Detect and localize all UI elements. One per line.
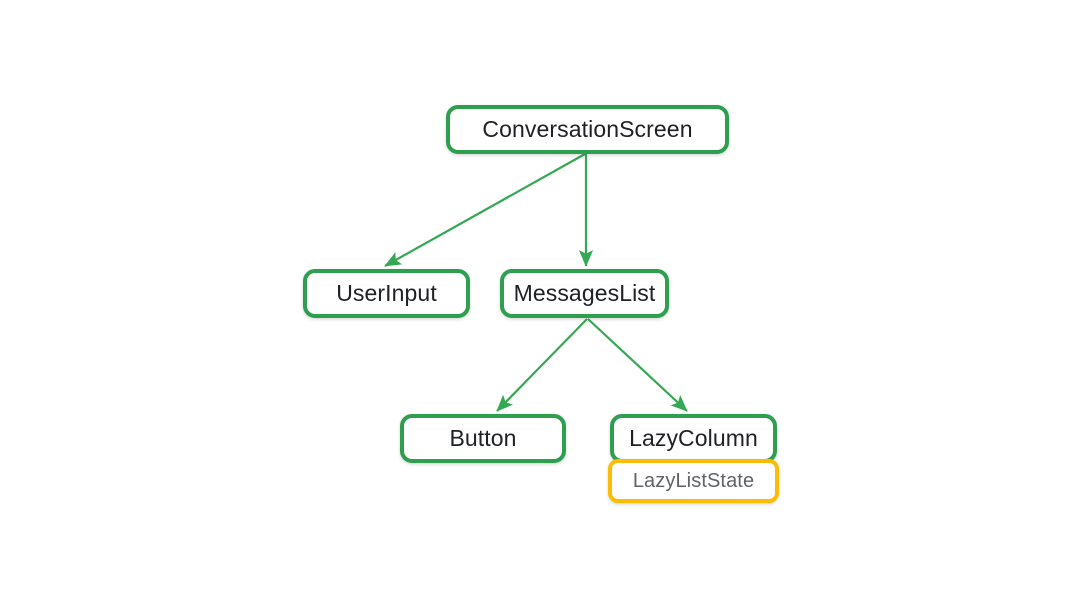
node-messageslist[interactable]: MessagesList bbox=[500, 269, 669, 318]
edge-messageslist-lazycolumn bbox=[587, 318, 688, 412]
node-label: Button bbox=[449, 425, 517, 451]
node-label: UserInput bbox=[336, 280, 437, 306]
node-userinput[interactable]: UserInput bbox=[303, 269, 470, 318]
edge-conversationscreen-userinput bbox=[384, 153, 586, 267]
node-button[interactable]: Button bbox=[400, 414, 566, 463]
node-lazyliststate[interactable]: LazyListState bbox=[608, 459, 779, 503]
node-label: LazyListState bbox=[632, 470, 755, 492]
node-lazycolumn[interactable]: LazyColumn bbox=[610, 414, 777, 463]
node-label: MessagesList bbox=[513, 280, 656, 306]
node-label: ConversationScreen bbox=[482, 116, 693, 142]
node-conversationscreen[interactable]: ConversationScreen bbox=[446, 105, 729, 154]
edge-messageslist-button bbox=[496, 318, 588, 412]
node-label: LazyColumn bbox=[629, 425, 758, 451]
